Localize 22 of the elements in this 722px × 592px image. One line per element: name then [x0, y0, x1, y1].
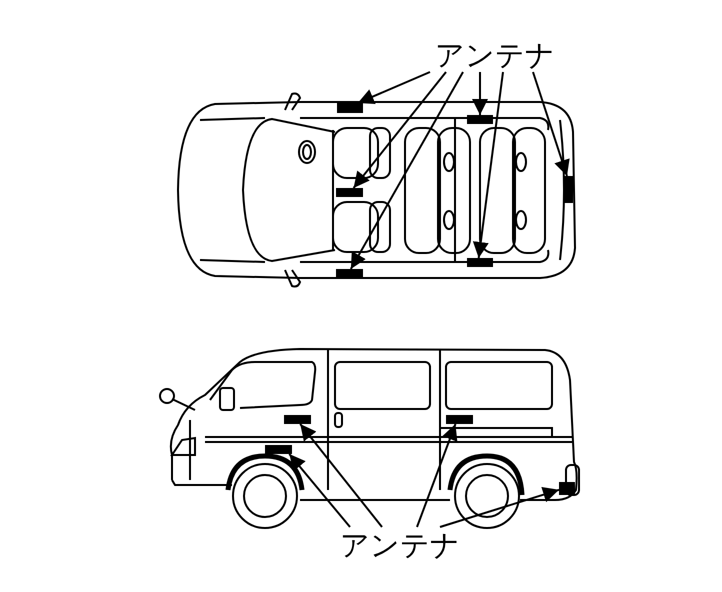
antenna-bar [467, 258, 493, 267]
antenna-bar [337, 103, 363, 113]
antenna-bar [559, 482, 575, 495]
antenna-bar [467, 115, 493, 124]
antenna-bar [446, 415, 473, 424]
antenna-bar [284, 415, 311, 424]
arrow [352, 71, 447, 189]
arrow [350, 72, 464, 270]
antenna-label: アンテナ [428, 38, 562, 72]
arrow [472, 72, 504, 258]
arrow [288, 453, 351, 528]
antenna-bar [336, 188, 363, 197]
arrow [357, 71, 430, 104]
antenna-bar [336, 269, 363, 278]
antenna-bar [563, 176, 573, 203]
arrow [416, 424, 458, 528]
arrow [299, 423, 383, 528]
arrow [440, 486, 560, 528]
arrow [532, 72, 570, 176]
antenna-label: アンテナ [333, 527, 467, 563]
antenna-bar [265, 445, 292, 454]
arrow [472, 72, 488, 115]
